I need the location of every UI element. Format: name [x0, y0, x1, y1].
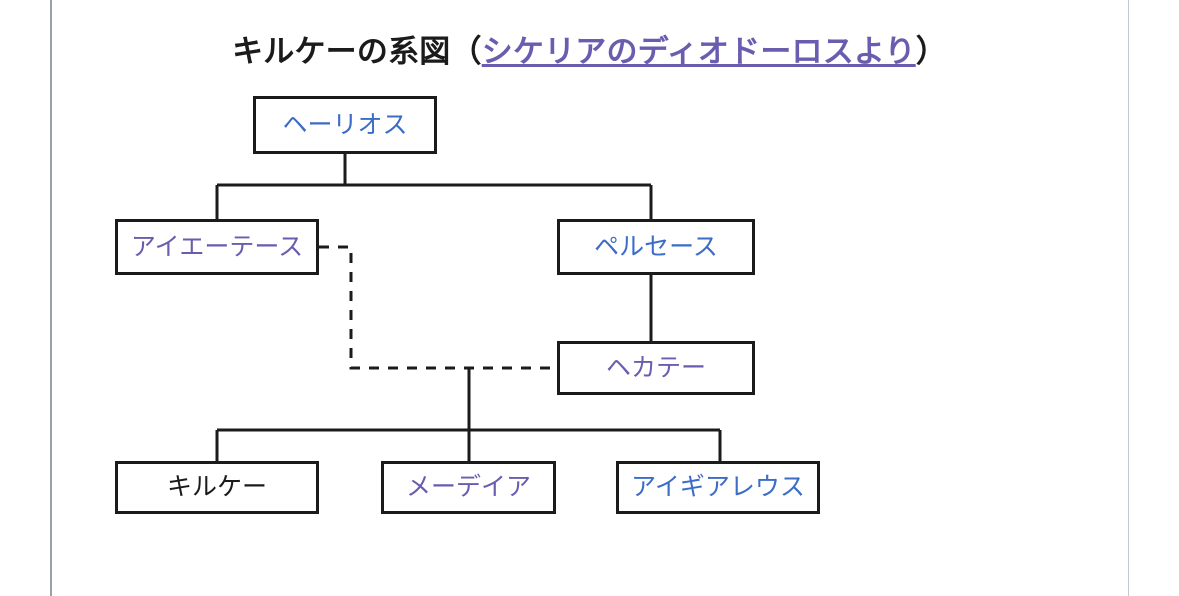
node-aeetes-label: アイエーテース [130, 232, 304, 261]
node-medea[interactable]: メーデイア [381, 461, 556, 514]
node-aegialeus-label: アイギアレウス [631, 473, 805, 501]
node-helios-label: ヘーリオス [282, 110, 408, 139]
node-hecate[interactable]: ヘカテー [557, 341, 755, 395]
node-perses-label: ペルセース [594, 232, 718, 261]
node-aeetes[interactable]: アイエーテース [115, 219, 319, 275]
page-title-source-link[interactable]: シケリアのディオドーロスより [481, 33, 916, 69]
page-scrollbar[interactable] [1155, 0, 1179, 596]
content-right-rule [1128, 0, 1129, 596]
node-perses[interactable]: ペルセース [557, 219, 755, 275]
page-title: キルケーの系図（シケリアのディオドーロスより） [51, 29, 1128, 75]
node-circe: キルケー [115, 461, 319, 514]
page-title-suffix: ） [915, 33, 947, 69]
node-aegialeus[interactable]: アイギアレウス [616, 461, 820, 514]
node-hecate-label: ヘカテー [605, 353, 706, 382]
page-title-prefix: キルケーの系図（ [232, 33, 482, 69]
node-medea-label: メーデイア [405, 473, 531, 501]
edge-aeetes-hecate-union-dashed [319, 245, 557, 370]
node-helios[interactable]: ヘーリオス [253, 96, 437, 154]
content-left-rule [50, 0, 52, 596]
node-circe-label: キルケー [166, 473, 267, 501]
